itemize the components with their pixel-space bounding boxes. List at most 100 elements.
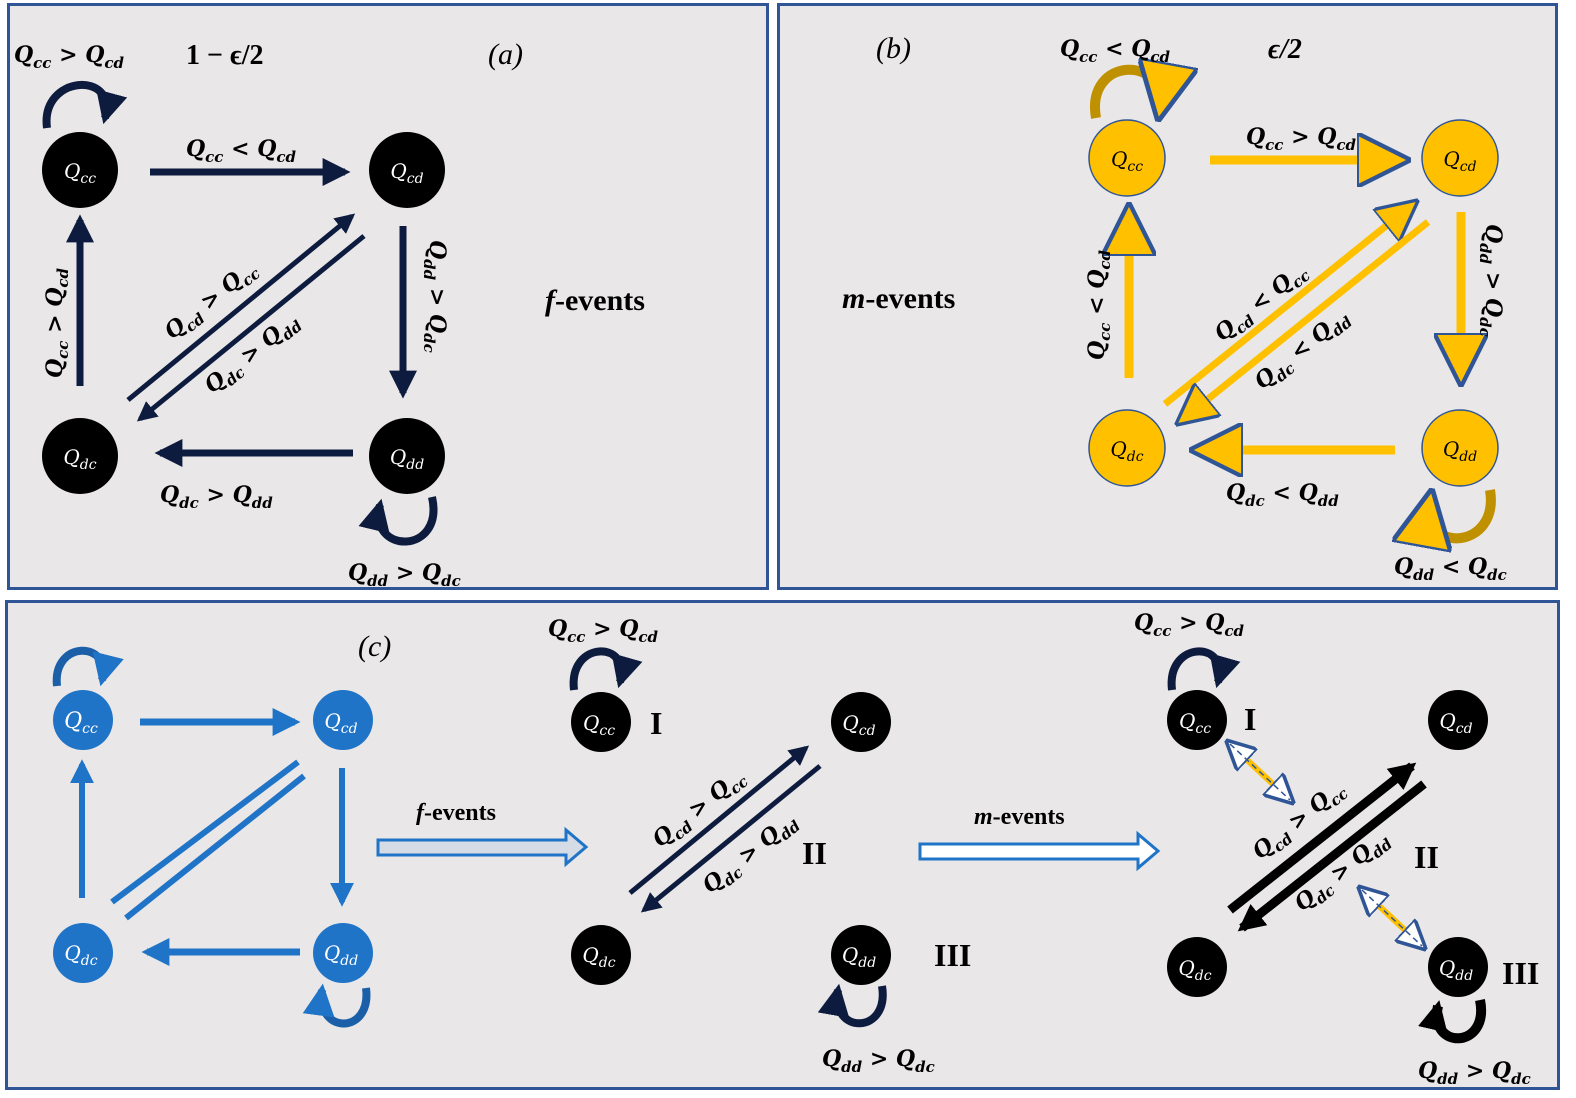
arrow-c2-cd-to-dc (640, 764, 822, 913)
node-c3-cd[interactable] (1428, 690, 1488, 750)
node-c2-dc-label: Qdc (582, 943, 615, 971)
panel-c (5, 600, 1560, 1090)
label-c3-loop-dd: Qdd > Qdc (1418, 1058, 1531, 1088)
node-c2-dc[interactable] (571, 925, 631, 985)
node-b-cc-label: Qcc (1111, 147, 1143, 175)
node-cd-label: Qcd (390, 159, 423, 187)
loop-c2-cc (569, 647, 643, 691)
loop-c3-dd (1418, 999, 1487, 1044)
loop-c2-dd (817, 983, 887, 1028)
node-dc[interactable] (42, 418, 118, 494)
node-b-cc[interactable] (1088, 119, 1166, 197)
m-events-label: m-events (974, 804, 1065, 830)
label-b-dc-to-cc: Qcc < Qcd (1084, 249, 1114, 360)
panel-b-labels: (b) Qcc < Qcd ϵ/2 Qcc > Qcd Qdd > Qdc Qd… (842, 32, 1507, 584)
label-b-loop-cc: Qcc < Qcd (1060, 36, 1171, 66)
node-cc[interactable] (42, 132, 118, 208)
prob-a: 1 − ϵ/2 (186, 40, 264, 71)
node-c3-cc-label: Qcc (1179, 709, 1211, 737)
node-b-dd-label: Qdd (1443, 437, 1477, 465)
node-c3-cc[interactable] (1167, 690, 1227, 750)
node-b-dd[interactable] (1421, 409, 1499, 487)
label-b-dd-to-dc: Qdc < Qdd (1226, 480, 1339, 510)
node-c1-dd[interactable] (313, 923, 373, 983)
node-b-dc[interactable] (1088, 409, 1166, 487)
node-dc-label: Qdc (63, 445, 96, 473)
arrow-c1-dc-to-cd (110, 759, 300, 905)
node-c1-dd-label: Qdd (324, 941, 358, 969)
node-c3-dc-label: Qdc (1178, 956, 1211, 984)
label-a-loop-dd: Qdd > Qdc (348, 560, 461, 590)
roman-c2-two: II (802, 835, 827, 871)
loop-cc (42, 81, 128, 129)
node-dd[interactable] (369, 418, 445, 494)
label-c2-loop-cc: Qcc > Qcd (548, 616, 659, 646)
dashed-c3-cc-to-diag-overlay (1229, 743, 1291, 801)
node-c1-cc[interactable] (53, 690, 113, 750)
loop-dd (358, 496, 438, 546)
panel-b-arrows (1090, 70, 1496, 539)
arrow-cd-to-dc (136, 234, 366, 422)
node-c3-dd-label: Qdd (1439, 956, 1473, 984)
label-a-dd-to-dc: Qdc > Qdd (160, 482, 273, 512)
f-events-arrow: f-events (376, 800, 589, 868)
label-b-loop-dd: Qdd < Qdc (1394, 554, 1507, 584)
node-b-dc-label: Qdc (1110, 437, 1143, 465)
arrow-dc-to-cd (126, 213, 356, 402)
panel-c-left-arrows (52, 646, 371, 1028)
node-c3-dd[interactable] (1428, 937, 1488, 997)
label-a-cc-to-cd: Qcc < Qcd (186, 136, 297, 166)
node-c2-cd[interactable] (831, 692, 891, 752)
tag-c: (c) (358, 630, 391, 663)
panel-a (7, 3, 769, 590)
node-c2-dd[interactable] (831, 925, 891, 985)
tag-a: (a) (488, 38, 523, 71)
panel-b-nodes: Qcc Qcd Qdc Qdd (1088, 119, 1499, 487)
node-dd-label: Qdd (390, 445, 424, 473)
events-a: f-events (545, 284, 645, 317)
prob-b: ϵ/2 (1268, 34, 1302, 65)
events-b: m-events (842, 282, 955, 315)
roman-c2-three: III (934, 937, 971, 973)
node-c1-dc[interactable] (53, 923, 113, 983)
tag-b: (b) (876, 32, 911, 65)
arrow-c3-cd-to-dc (1237, 780, 1427, 932)
label-a-cd-to-dd: Qdd > Qdc (420, 240, 450, 353)
node-c1-cc-label: Qcc (64, 709, 98, 737)
node-c3-dc[interactable] (1167, 937, 1227, 997)
node-c2-cd-label: Qcd (842, 711, 875, 739)
roman-c3-three: III (1502, 955, 1539, 991)
label-a-loop-cc: Qcc > Qcd (14, 42, 125, 72)
panel-c-left-nodes: Qcc Qcd Qdc Qdd (53, 690, 373, 983)
node-c1-cd[interactable] (313, 690, 373, 750)
label-c3-loop-cc: Qcc > Qcd (1134, 610, 1245, 640)
roman-c3-two: II (1414, 839, 1439, 875)
panel-c-mid: Qcc Qcd Qdc Qdd Qcc > Qcd Qcd > Qcc Qdc … (548, 616, 971, 1076)
loop-c3-cc (1167, 647, 1241, 691)
label-c2-loop-dd: Qdd > Qdc (822, 1046, 935, 1076)
node-b-cd[interactable] (1421, 119, 1499, 197)
roman-c3-one: I (1244, 701, 1256, 737)
roman-c2-one: I (650, 705, 662, 741)
node-cd[interactable] (369, 132, 445, 208)
arrow-c3-dc-to-cd (1227, 762, 1417, 914)
node-c2-cc[interactable] (571, 692, 631, 752)
node-c1-cd-label: Qcd (324, 709, 357, 737)
loop-c1-dd (302, 983, 371, 1028)
loop-b-dd (1429, 490, 1496, 538)
panel-a-arrows (42, 81, 438, 546)
node-c2-cc-label: Qcc (583, 711, 615, 739)
label-c2-diag-up: Qcd > Qcc (647, 763, 751, 856)
arrow-c2-dc-to-cd (628, 745, 810, 895)
node-cc-label: Qcc (64, 159, 96, 187)
panel-a-nodes: Qcc Qcd Qdc Qdd (42, 132, 445, 494)
node-b-cd-label: Qcd (1443, 147, 1476, 175)
loop-b-cc (1090, 70, 1161, 118)
node-c3-cd-label: Qcd (1439, 709, 1472, 737)
label-b-cc-to-cd: Qcc > Qcd (1246, 124, 1357, 154)
arrow-c1-cd-to-dc (124, 773, 306, 921)
label-b-cd-to-dd: Qdd > Qdc (1476, 224, 1506, 337)
dashed-c3-dd-to-diag-overlay (1361, 889, 1423, 947)
panel-c-right: Qcc Qcd Qdc Qdd Qcc > Qcd Qcd > Qcc Qdc … (1134, 610, 1539, 1088)
